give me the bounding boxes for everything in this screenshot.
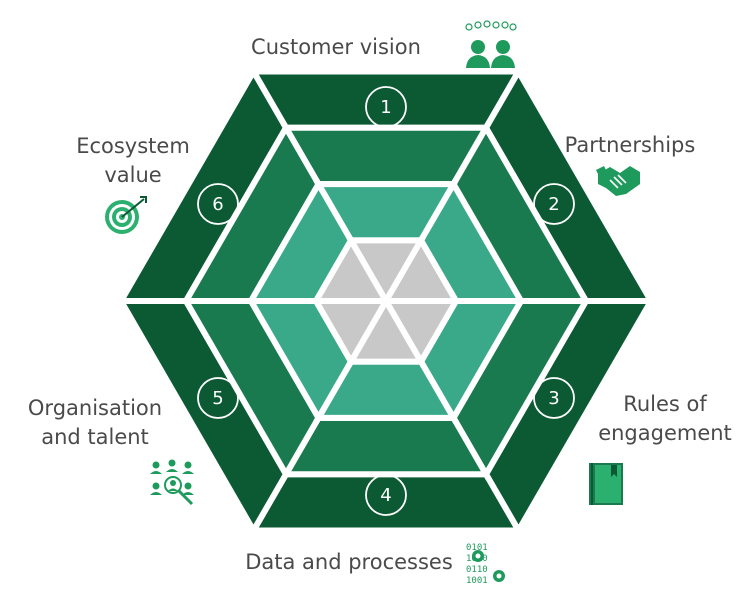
target-icon <box>105 196 147 234</box>
badge-number-3: 3 <box>548 388 559 409</box>
badge-circle-5 <box>197 377 239 419</box>
badge-circle-1 <box>365 86 407 128</box>
svg-text:0110: 0110 <box>466 565 488 575</box>
segment-ecosystem-value-core-ring <box>310 234 392 304</box>
handshake-icon <box>596 166 640 196</box>
segment-label-ecosystem-value: Ecosystem value <box>76 134 190 187</box>
segment-label-partnerships: Partnerships <box>564 133 696 157</box>
badge-number-5: 5 <box>212 388 223 409</box>
badge-circle-4 <box>365 474 407 516</box>
badge-number-2: 2 <box>548 194 559 215</box>
rulebook-icon <box>589 463 623 505</box>
svg-text:1001: 1001 <box>466 576 488 586</box>
segment-label-data-and-processes: Data and processes <box>245 550 453 574</box>
segment-label-organisation-and-talent: Organisation and talent <box>27 396 163 449</box>
segment-label-customer-vision: Customer vision <box>251 35 421 59</box>
badge-number-1: 1 <box>380 97 391 118</box>
badge-circle-2 <box>533 183 575 225</box>
segment-label-rules-of-engagement: Rules of engagement <box>598 392 732 445</box>
badge-circle-3 <box>533 377 575 419</box>
svg-text:0101: 0101 <box>466 543 488 553</box>
badge-circle-6 <box>197 183 239 225</box>
badge-number-4: 4 <box>380 485 391 506</box>
talent-search-icon <box>150 459 194 506</box>
badge-number-6: 6 <box>212 194 223 215</box>
people-group-icon <box>465 20 517 68</box>
